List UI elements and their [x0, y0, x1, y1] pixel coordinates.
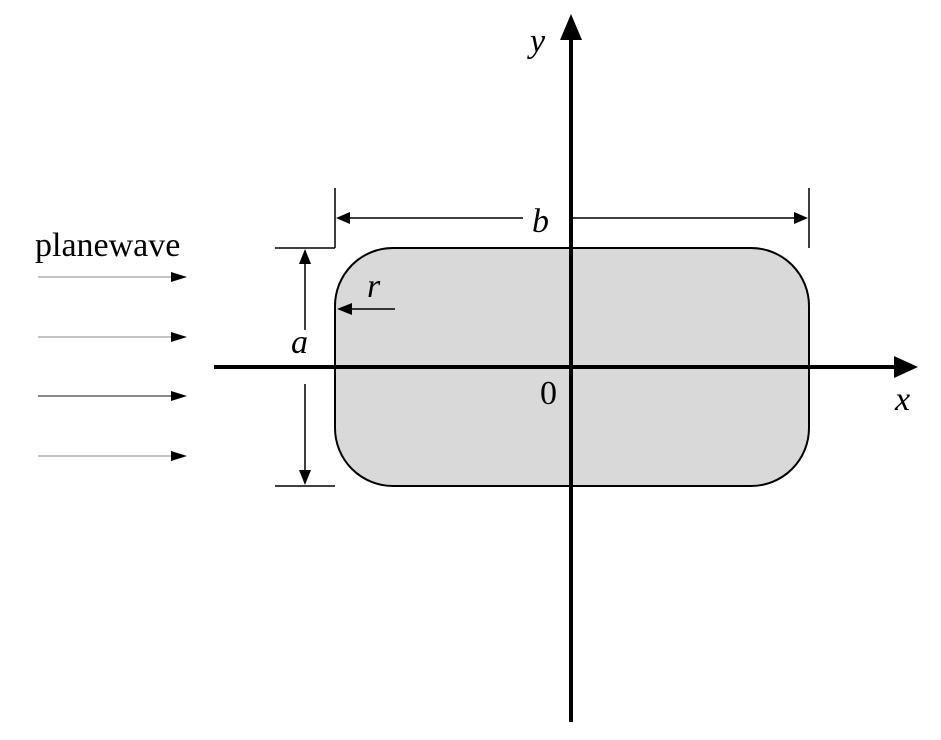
plane-wave-arrows	[38, 272, 187, 461]
wave-arrow	[38, 332, 187, 342]
origin-label: 0	[540, 375, 557, 412]
y-axis-arrowhead	[560, 14, 582, 40]
plane-wave-label: planewave	[35, 227, 180, 264]
corner-radius-indicator	[337, 303, 395, 315]
width-label: b	[532, 203, 549, 240]
x-axis-label: x	[894, 381, 910, 418]
wave-arrow	[38, 272, 187, 282]
x-axis-arrowhead	[894, 356, 918, 378]
width-dimension	[275, 188, 810, 249]
height-label: a	[291, 324, 308, 361]
wave-arrow	[38, 391, 187, 401]
corner-radius-label: r	[367, 268, 381, 305]
height-dimension	[275, 249, 335, 487]
wave-arrow	[38, 451, 187, 461]
y-axis-label: y	[527, 23, 546, 60]
